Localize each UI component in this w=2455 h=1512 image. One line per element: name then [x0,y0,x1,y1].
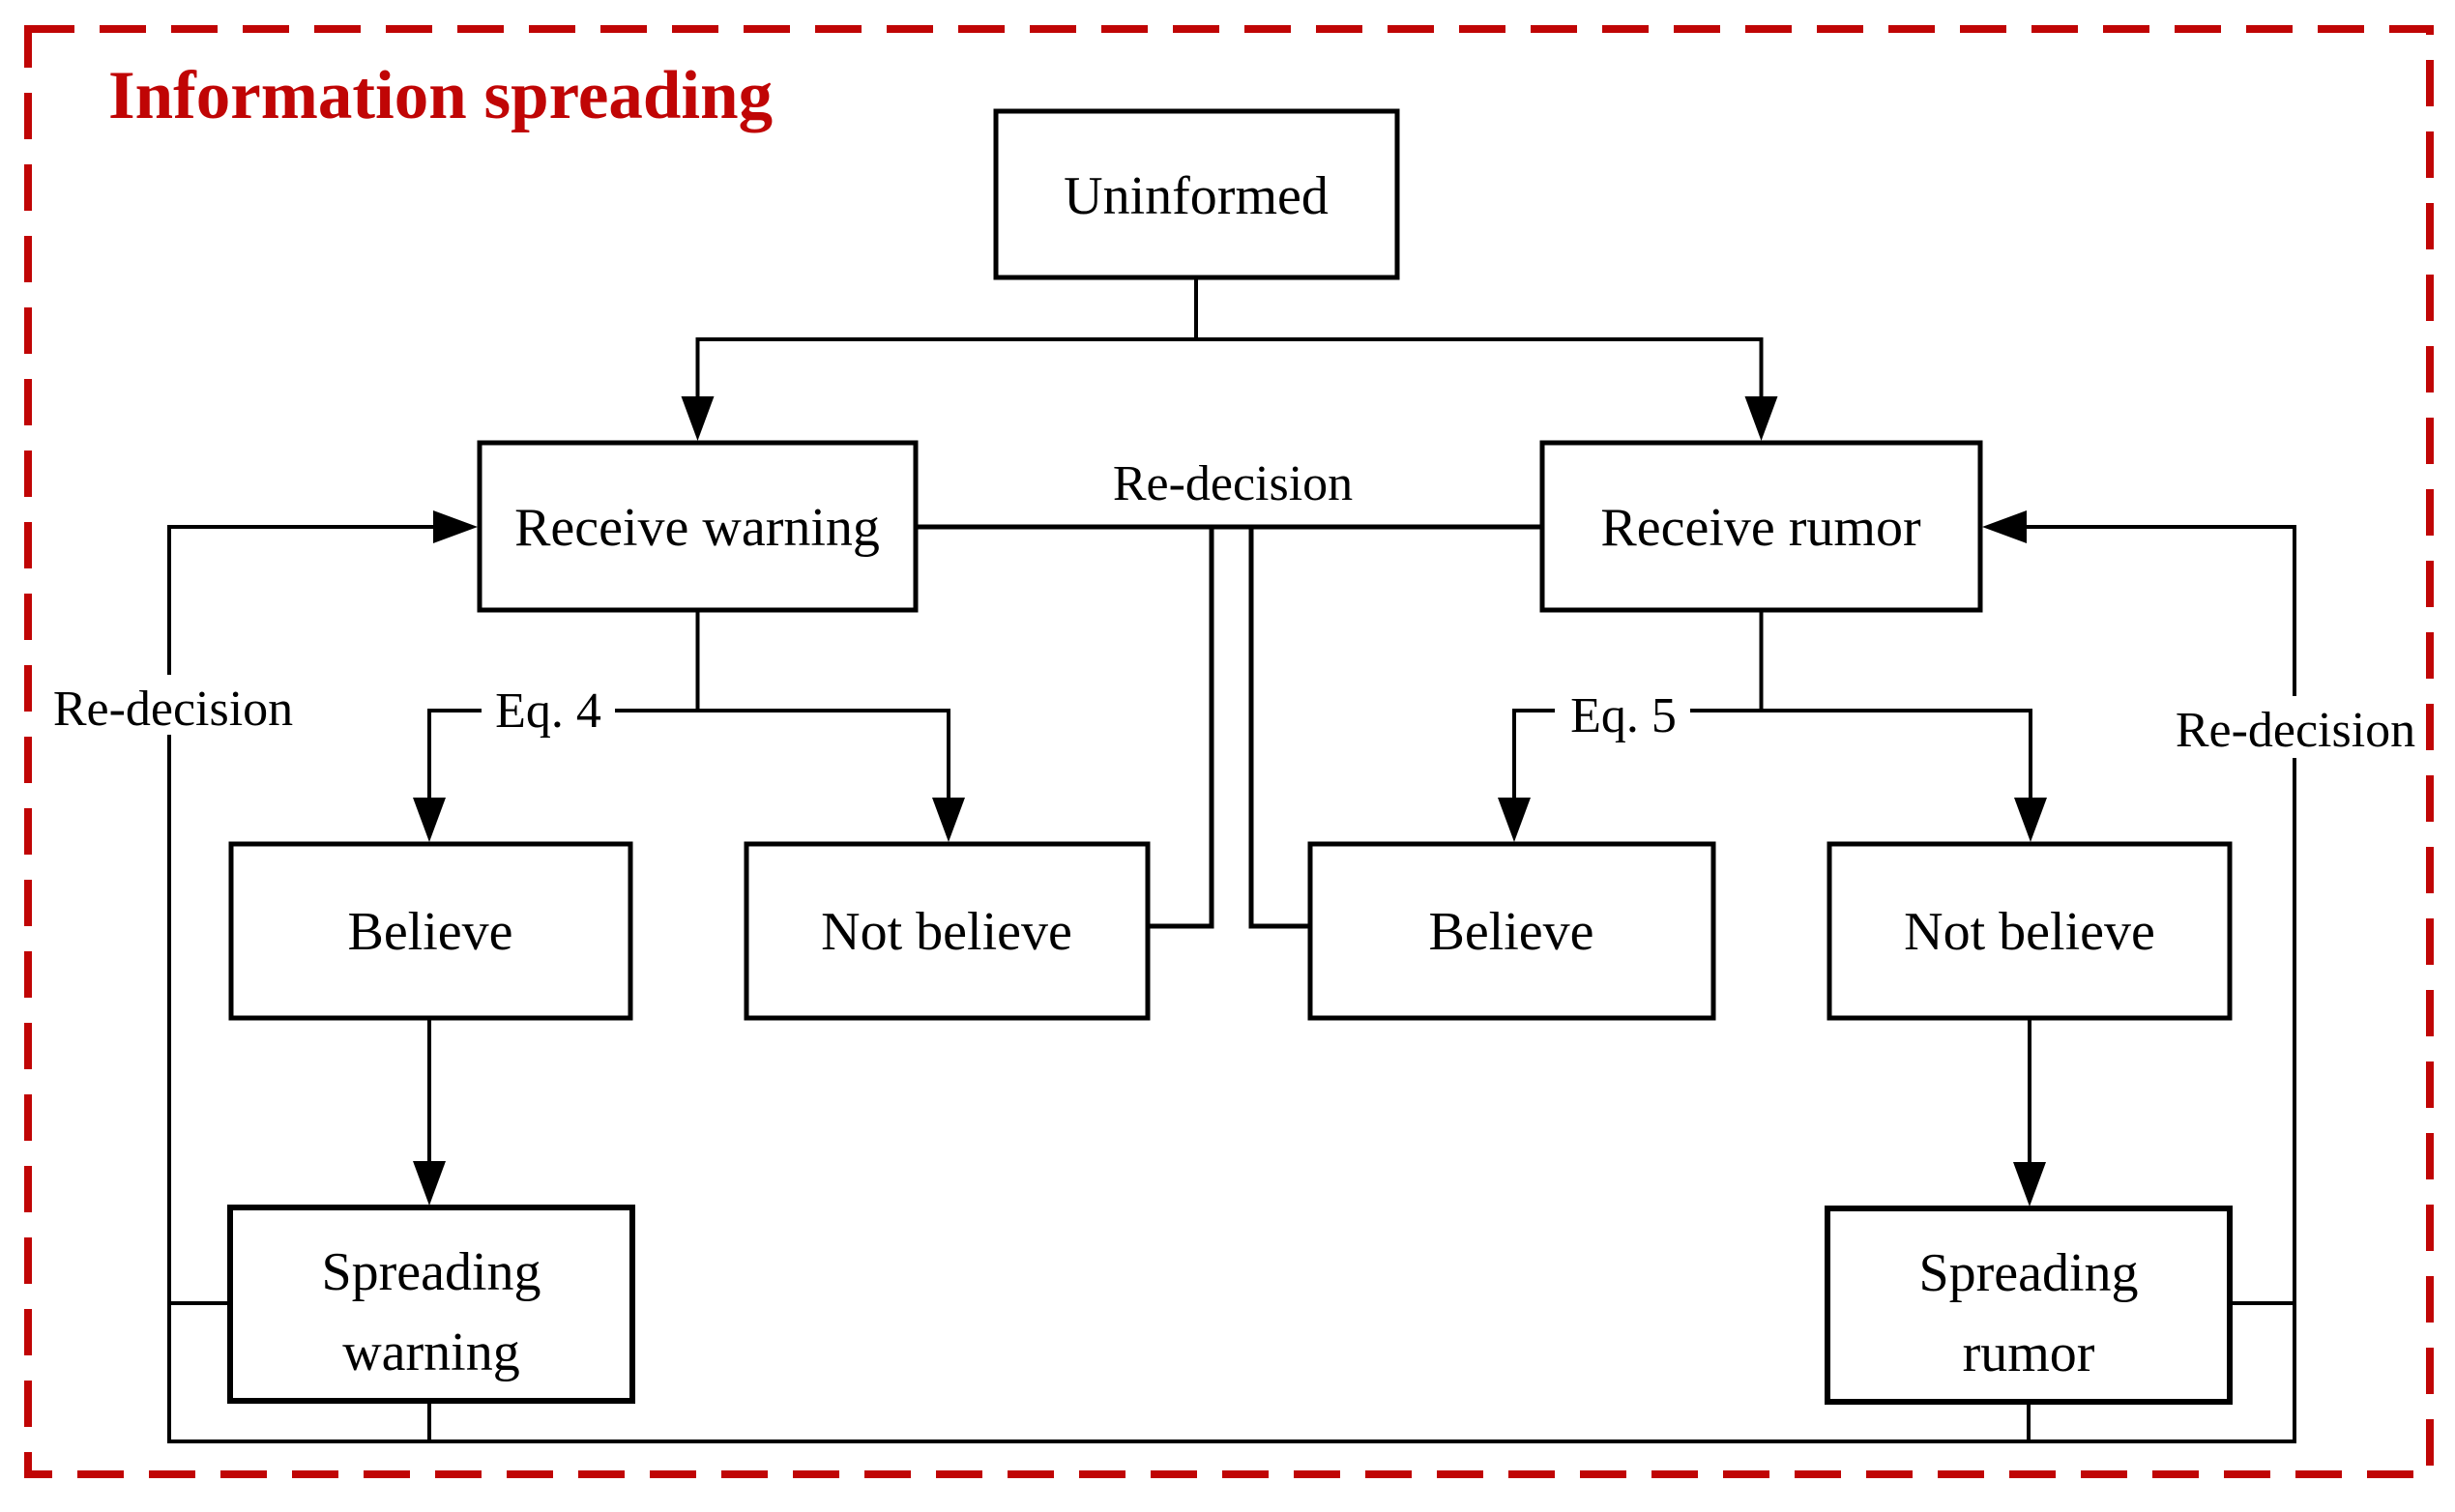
re-decision-right-label: Re-decision [2176,703,2415,758]
arrow-into-believe-rumor [1498,798,1531,842]
receive-rumor-box [1539,440,1983,613]
receive-warning-box [477,440,919,613]
spreading-rumor-label-line2: rumor [1963,1323,2095,1383]
eq4-label-bg [482,683,615,739]
arrow-into-spreading-warning [413,1161,446,1206]
node-boxes [227,108,2233,1405]
arrow-into-not-believe-rumor [2014,798,2047,842]
arrow-into-receive-warning-left [433,510,478,543]
edge-center-drop-left [1148,527,1214,929]
edge-eq4-branch [427,709,950,834]
spreading-warning-label-line1: Spreading [321,1242,541,1302]
edge-labels: Re-decision Re-decision Re-decision Eq. … [53,456,2415,758]
believe-rumor-label: Believe [1428,902,1593,962]
diagram-title: Information spreading [108,58,773,133]
arrow-into-believe-warning [413,798,446,842]
edge-outer-redecision-loop [167,525,2296,1443]
node-labels: Uninformed Receive warning Receive rumor… [321,166,2154,1383]
eq5-label: Eq. 5 [1570,688,1677,743]
not-believe-rumor-box [1827,841,2233,1021]
not-believe-rumor-label: Not believe [1904,902,2155,962]
re-decision-top-label: Re-decision [1113,456,1353,511]
edge-center-drop-right [1248,527,1310,929]
believe-rumor-box [1307,841,1716,1021]
eq4-label: Eq. 4 [495,683,601,739]
connector-lines [167,277,2296,1443]
arrow-into-receive-warning-top [681,396,715,441]
receive-rumor-label: Receive rumor [1600,498,1921,558]
spreading-rumor-box [1825,1206,2233,1405]
spreading-warning-box [227,1205,635,1404]
edge-uninformed-split [695,337,1764,433]
arrow-into-spreading-rumor [2013,1162,2046,1207]
arrowheads [413,396,2047,1207]
spreading-warning-label-line2: warning [342,1323,520,1382]
arrow-into-receive-rumor-top [1744,396,1778,441]
uninformed-box [993,108,1400,280]
eq5-label-bg [1555,688,1690,744]
not-believe-warning-box [744,841,1151,1021]
receive-warning-label: Receive warning [514,498,880,558]
believe-warning-box [228,841,633,1021]
believe-warning-label: Believe [347,902,512,962]
uninformed-label: Uninformed [1064,166,1329,226]
not-believe-warning-label: Not believe [821,902,1072,962]
arrow-into-receive-rumor-right [1982,510,2027,543]
re-decision-left-bg [37,675,309,735]
arrow-into-not-believe-warning [932,798,965,842]
edge-label-backgrounds [37,675,2425,758]
re-decision-right-bg [2164,696,2425,758]
edge-eq5-branch [1512,709,2032,834]
re-decision-left-label: Re-decision [53,682,293,737]
dashed-frame-border [24,25,2434,1478]
spreading-rumor-label-line1: Spreading [1918,1243,2138,1303]
